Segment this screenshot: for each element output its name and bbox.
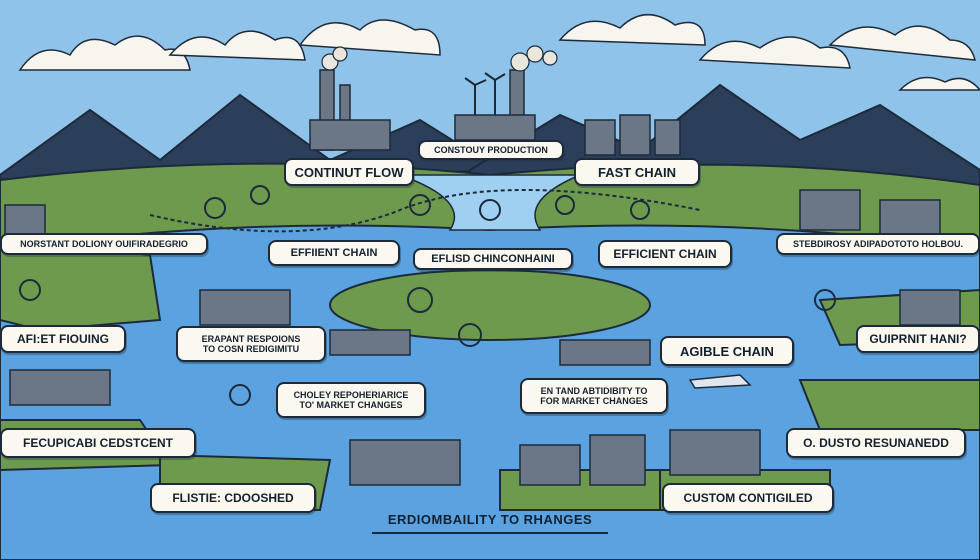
erapant-line-1: ERAPANT RESPOIONS (201, 333, 301, 344)
erapant-line-2: TO COSN REDIGIMITU (202, 344, 300, 354)
label-efficient-chain-right: EFFICIENT CHAIN (598, 240, 732, 268)
choley-line-1: CHOLEY REPOHERIARICE (293, 389, 409, 400)
label-stebdirosy: STEBDIROSY ADIPADOTOTO HOLBOU. (776, 233, 980, 255)
label-custom-contigiled: CUSTOM CONTIGILED (662, 483, 834, 513)
boat (688, 374, 752, 389)
bottom-caption: ERDIOMBAILITY TO RHANGES (387, 512, 593, 527)
label-norstant-dolony: NORSTANT DOLIONY OUIFIRADEGRIO (0, 233, 208, 255)
label-fast-chain: FAST CHAIN (574, 158, 700, 186)
smoke (321, 45, 558, 72)
label-continut-flow: CONTINUT FLOW (284, 158, 414, 186)
entand-line-2: FOR MARKET CHANGES (540, 396, 648, 406)
label-agible-chain: AGIBLE CHAIN (660, 336, 794, 366)
choley-line-2: TO' MARKET CHANGES (299, 400, 403, 410)
label-fecupicabi-cedstcent: FECUPICABI CEDSTCENT (0, 428, 196, 458)
clouds (18, 13, 980, 91)
wind-turbines (464, 72, 506, 115)
entand-line-1: EN TAND ABTIDIBITY TO (540, 385, 648, 396)
label-erapant-respoions: ERAPANT RESPOIONS TO COSN REDIGIMITU (176, 326, 326, 362)
caption-underline (372, 532, 608, 534)
label-o-dusto-resunanedd: O. DUSTO RESUNANEDD (786, 428, 966, 458)
central-island (329, 269, 651, 341)
label-continuous-production: CONSTOUY PRODUCTION (418, 140, 564, 160)
gears (19, 185, 836, 406)
label-afi-et-flouing: AFI:ET FIOUING (0, 325, 126, 353)
label-entand-abtidibity: EN TAND ABTIDIBITY TO FOR MARKET CHANGES (520, 378, 668, 414)
label-efficient-chain-left: EFFIIENT CHAIN (268, 240, 400, 266)
chain-path (149, 189, 701, 233)
label-eflisd-chincenhaini: EFLISD CHINCONHAINI (413, 248, 573, 270)
label-guiprnit: GUIPRNIT HANI? (856, 325, 980, 353)
label-choley-repoheriarice: CHOLEY REPOHERIARICE TO' MARKET CHANGES (276, 382, 426, 418)
river (399, 174, 581, 231)
factories (4, 69, 961, 486)
label-flistie-cdooshed: FLISTIE: CDOOSHED (150, 483, 316, 513)
